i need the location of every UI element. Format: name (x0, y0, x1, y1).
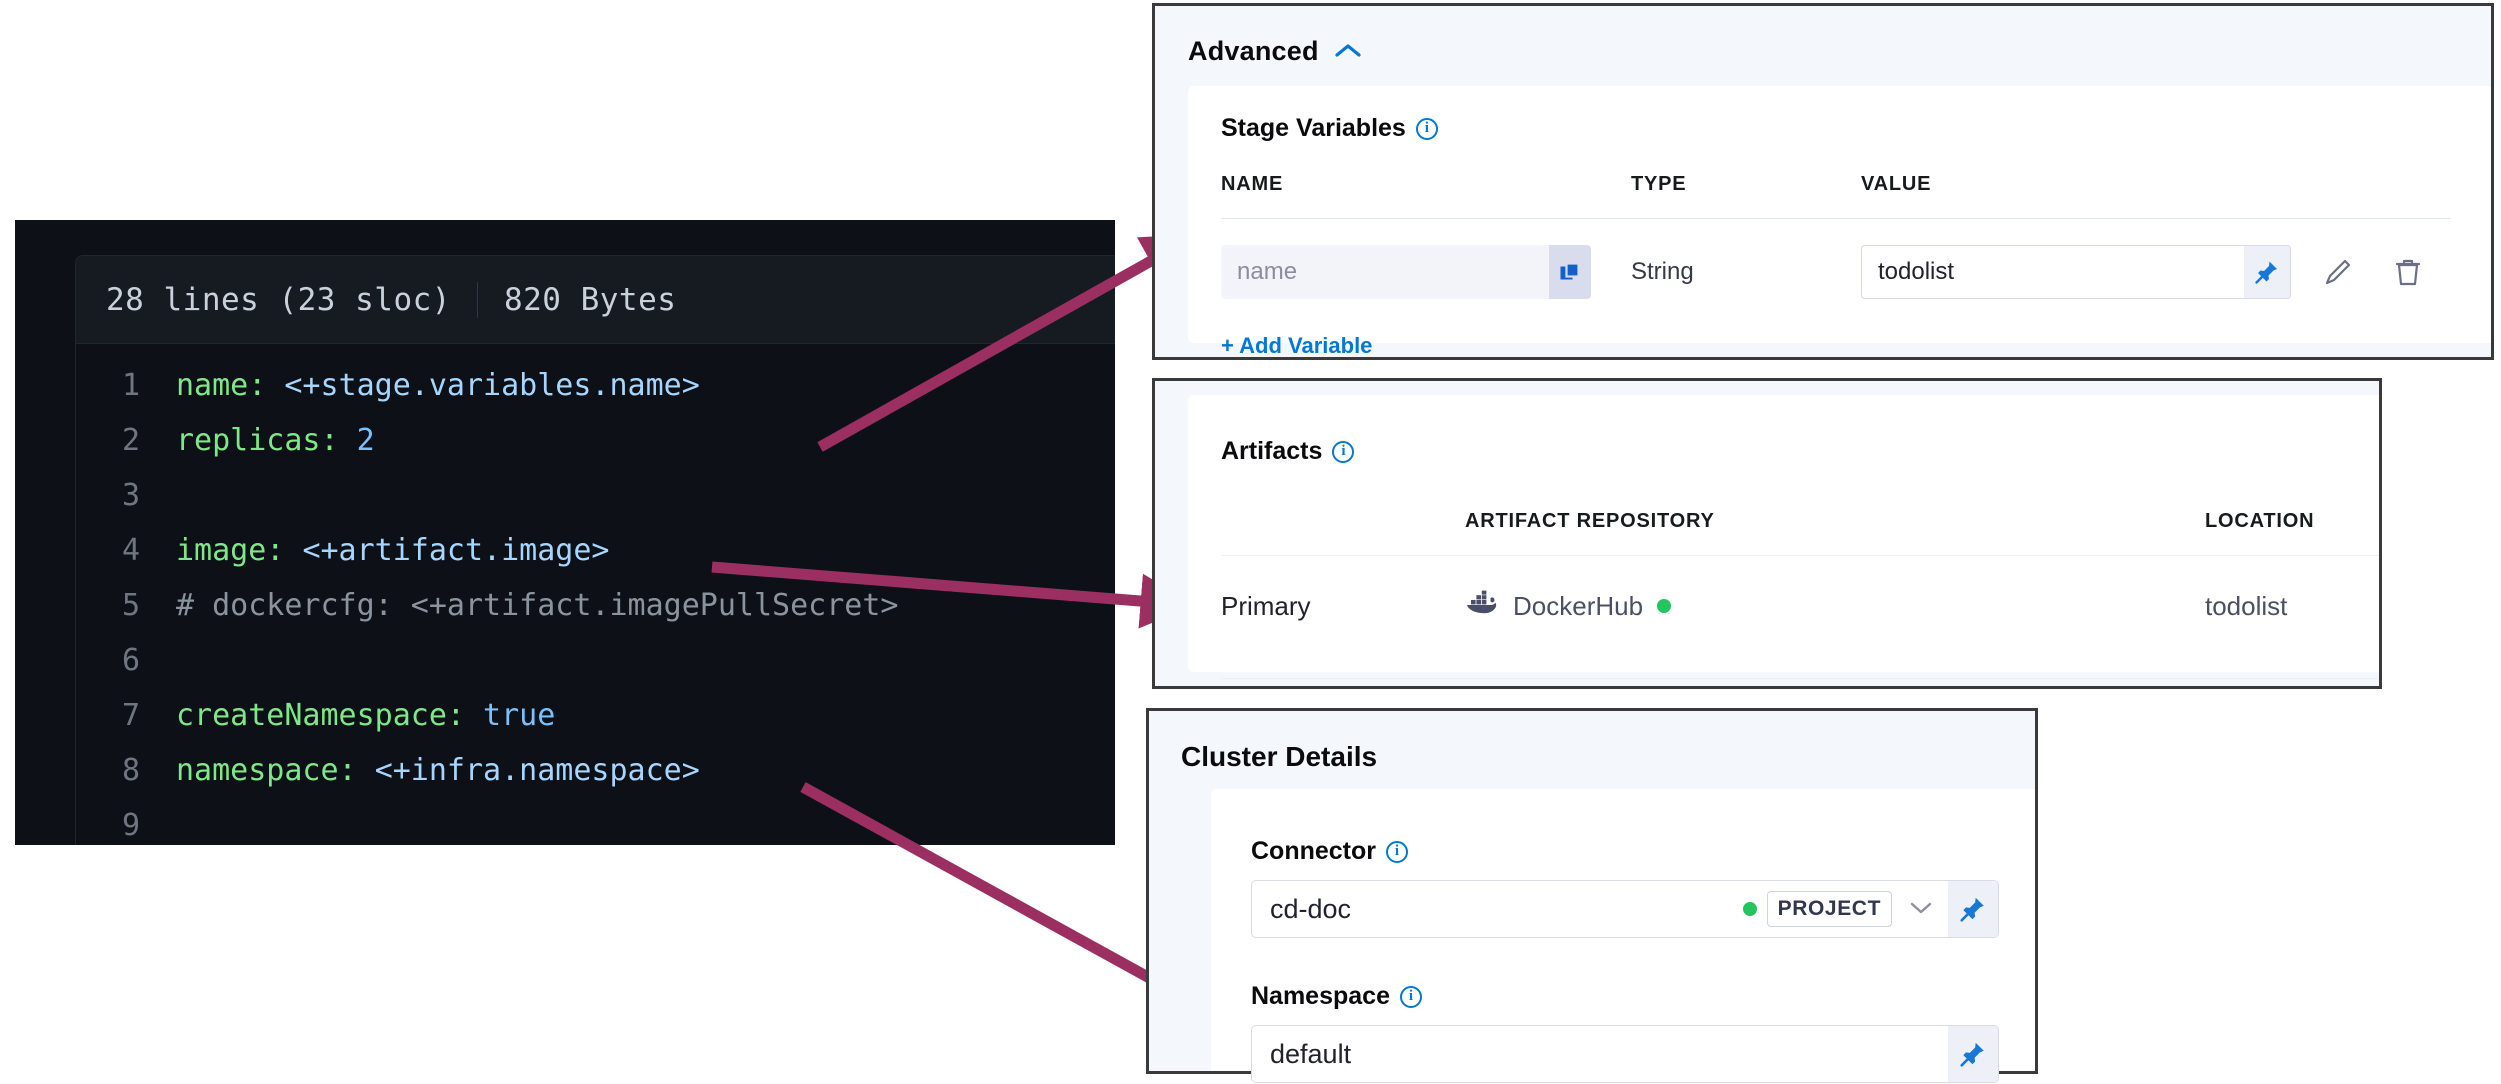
column-header-blank (1221, 510, 1465, 533)
stage-variables-card: Stage Variables i NAME TYPE VALUE String (1188, 86, 2491, 358)
edit-variable-icon[interactable] (2315, 249, 2361, 295)
connector-field[interactable]: PROJECT (1251, 880, 1999, 938)
variable-value-field[interactable] (1861, 245, 2291, 299)
code-file-header: 28 lines (23 sloc) 820 Bytes (76, 256, 1115, 344)
column-header-name: NAME (1221, 173, 1284, 195)
stage-variables-table-header: NAME TYPE VALUE (1221, 173, 2491, 196)
code-line: 1 name: <+stage.variables.name> (76, 358, 1115, 413)
status-dot-icon (1742, 902, 1757, 916)
namespace-field[interactable] (1251, 1025, 1999, 1083)
namespace-label-text: Namespace (1251, 982, 1390, 1010)
column-header-artifact-repository: ARTIFACT REPOSITORY (1465, 510, 1715, 532)
connector-input[interactable] (1252, 881, 1743, 937)
table-row: Primary Doc (1221, 556, 2379, 656)
code-line: 5 # dockercfg: <+artifact.imagePullSecret… (76, 578, 1115, 633)
column-header-value: VALUE (1861, 173, 1932, 195)
cluster-details-card: Connector i PROJECT Namespace i (1211, 789, 2035, 1083)
artifacts-section-label: Artifacts i (1221, 437, 2379, 466)
pin-icon[interactable] (1948, 881, 1998, 937)
code-file-box: 28 lines (23 sloc) 820 Bytes 1 name: <+st… (75, 255, 1115, 845)
artifacts-label-text: Artifacts (1221, 437, 1323, 465)
artifacts-header-divider (1221, 555, 2379, 556)
code-line: 7 createNamespace: true (76, 688, 1115, 743)
artifacts-row-divider (1221, 678, 2379, 679)
code-line-text: replicas: 2 (176, 423, 375, 458)
artifact-repository-value[interactable]: DockerHub (1465, 589, 2205, 624)
docker-icon (1465, 589, 1499, 624)
connector-label: Connector i (1251, 837, 2035, 866)
namespace-input[interactable] (1252, 1026, 1948, 1082)
pin-icon[interactable] (2244, 246, 2290, 298)
info-icon[interactable]: i (1386, 840, 1408, 863)
add-variable-button[interactable]: + Add Variable (1221, 333, 1373, 358)
column-header-type: TYPE (1631, 173, 1687, 195)
status-dot-icon (1657, 599, 1672, 613)
stage-variable-row: String (1221, 245, 2491, 299)
delete-variable-icon[interactable] (2385, 249, 2431, 295)
artifacts-card: Artifacts i ARTIFACT REPOSITORY LOCATION… (1188, 395, 2379, 679)
line-number: 1 (121, 368, 140, 403)
table-header-divider (1221, 218, 2451, 219)
line-number: 7 (121, 698, 140, 733)
code-line-list: 1 name: <+stage.variables.name> 2 replicas:… (76, 344, 1115, 845)
column-header-location: LOCATION (2205, 510, 2315, 532)
cluster-details-panel: Cluster Details Connector i PROJECT (1146, 708, 2038, 1083)
variable-type-value: String (1631, 258, 1694, 285)
pin-icon[interactable] (1948, 1026, 1998, 1082)
code-line: 9 (76, 798, 1115, 845)
stage-variables-label-text: Stage Variables (1221, 114, 1406, 142)
cluster-details-title: Cluster Details (1181, 741, 1378, 772)
code-line: 4 image: <+artifact.image> (76, 523, 1115, 578)
artifacts-panel: Artifacts i ARTIFACT REPOSITORY LOCATION… (1152, 378, 2382, 689)
line-number: 8 (121, 753, 140, 788)
code-byte-size: 820 Bytes (503, 281, 677, 318)
code-line-text: namespace: <+infra.namespace> (176, 753, 700, 788)
variable-name-field[interactable] (1221, 245, 1591, 299)
line-number: 9 (121, 808, 140, 843)
connector-label-text: Connector (1251, 837, 1376, 865)
variable-value-input[interactable] (1862, 257, 2244, 287)
line-number: 5 (121, 588, 140, 623)
chevron-up-icon[interactable] (1335, 40, 1361, 64)
info-icon[interactable]: i (1332, 440, 1355, 463)
code-line: 6 (76, 633, 1115, 688)
namespace-label: Namespace i (1251, 982, 2035, 1011)
code-line: 3 (76, 468, 1115, 523)
code-line-text: name: <+stage.variables.name> (176, 368, 700, 403)
info-icon[interactable]: i (1399, 985, 1422, 1008)
advanced-title: Advanced (1188, 36, 1319, 66)
code-line: 8 namespace: <+infra.namespace> (76, 743, 1115, 798)
line-number: 2 (121, 423, 140, 458)
artifact-repository-name: DockerHub (1513, 590, 1644, 621)
code-line: 2 replicas: 2 (76, 413, 1115, 468)
artifact-kind: Primary (1221, 590, 1311, 621)
line-number: 6 (121, 643, 140, 678)
code-line-text: createNamespace: true (176, 698, 556, 733)
code-meta-divider (476, 281, 478, 318)
copy-icon[interactable] (1549, 245, 1591, 299)
artifacts-table-header: ARTIFACT REPOSITORY LOCATION (1221, 510, 2379, 533)
artifact-repository-cell: DockerHub (1465, 589, 2205, 624)
line-number: 4 (121, 533, 140, 568)
info-icon[interactable]: i (1415, 117, 1438, 140)
artifact-location: todolist (2205, 590, 2288, 621)
stage-variables-section-label: Stage Variables i (1221, 114, 2491, 143)
chevron-down-icon[interactable] (1902, 898, 1940, 921)
code-viewer: 28 lines (23 sloc) 820 Bytes 1 name: <+st… (15, 220, 1115, 845)
advanced-panel: Advanced Stage Variables i NAME TYPE VAL… (1152, 3, 2494, 360)
code-line-text: image: <+artifact.image> (176, 533, 610, 568)
connector-scope-group: PROJECT (1742, 881, 1948, 937)
code-lines-count: 28 lines (23 sloc) (106, 281, 451, 318)
advanced-header[interactable]: Advanced (1155, 6, 2491, 67)
connector-scope-badge[interactable]: PROJECT (1766, 891, 1892, 927)
variable-name-input[interactable] (1221, 245, 1549, 299)
code-line-text: # dockercfg: <+artifact.imagePullSecret> (176, 588, 899, 623)
line-number: 3 (121, 478, 140, 513)
